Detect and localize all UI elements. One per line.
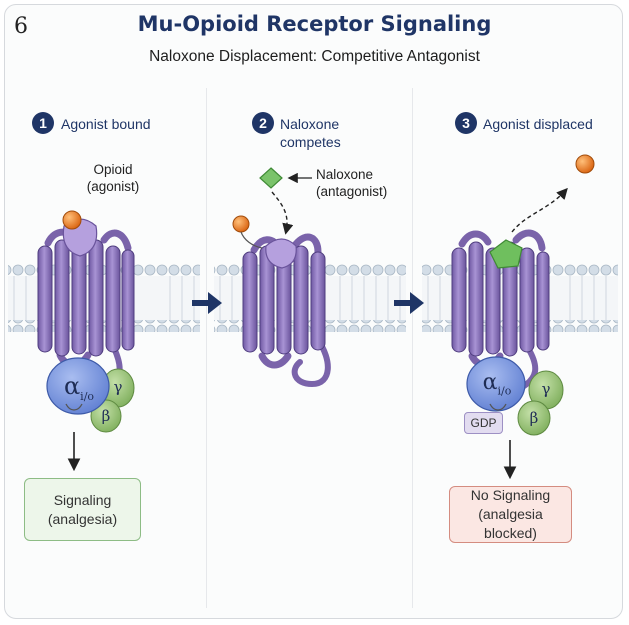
g-protein-panel-3 <box>466 356 564 436</box>
step-label-2: Naloxone competes <box>280 115 341 151</box>
receptor-panel-3 <box>451 229 550 389</box>
gdp-label: GDP <box>464 412 503 434</box>
g-protein-panel-1 <box>46 357 135 433</box>
opioid-label-line2: (agonist) <box>86 179 140 194</box>
naloxone-bound-panel-3 <box>489 239 523 269</box>
transition-arrow-2-shaft <box>394 300 412 306</box>
g-alpha-label-panel-1: αi/o <box>63 372 95 403</box>
naloxone-label-line1: Naloxone <box>316 167 374 182</box>
agonist-tether-panel-2 <box>240 231 263 249</box>
opioid-label: Opioid (agonist) <box>68 161 158 195</box>
step-badge-1: 1 <box>32 112 54 134</box>
transition-arrow-2-icon <box>410 292 424 314</box>
naloxone-diamond-panel-2 <box>259 167 283 189</box>
step-badge-2: 2 <box>252 112 274 134</box>
outcome-signaling-box: Signaling (analgesia) <box>24 478 141 541</box>
opioid-label-line1: Opioid <box>93 162 133 177</box>
step-label-3: Agonist displaced <box>483 116 593 132</box>
agonist-exit-arrow <box>511 187 568 233</box>
transition-arrow-1-shaft <box>192 300 210 306</box>
outcome-no-signaling-line1: No Signaling <box>470 487 551 503</box>
step-label-2-line2: competes <box>280 134 341 150</box>
g-beta-label-panel-3: β <box>529 409 539 427</box>
receptor-panel-2 <box>242 233 331 388</box>
outcome-no-signaling-box: No Signaling (analgesia blocked) <box>449 486 572 543</box>
naloxone-label: Naloxone (antagonist) <box>316 166 387 200</box>
g-beta-label-panel-1: β <box>101 407 111 425</box>
panel-divider-2 <box>412 88 413 608</box>
figure-number: 6 <box>14 14 28 39</box>
membrane-panel-1 <box>8 264 200 332</box>
panel-divider-1 <box>206 88 207 608</box>
step-label-1: Agonist bound <box>61 116 151 132</box>
step-label-2-line1: Naloxone <box>280 116 340 132</box>
g-alpha-label-panel-3: αi/o <box>482 370 512 398</box>
figure-title: Mu-Opioid Receptor Signaling <box>137 12 492 36</box>
g-gamma-label-panel-3: γ <box>541 380 551 398</box>
outcome-signaling-line2: (analgesia) <box>47 510 118 527</box>
agonist-ball-panel-2 <box>232 215 250 233</box>
naloxone-approach-arrow <box>271 191 294 235</box>
g-gamma-label-panel-1: γ <box>113 378 123 396</box>
figure-subtitle: Naloxone Displacement: Competitive Antag… <box>149 48 480 65</box>
naloxone-label-line2: (antagonist) <box>316 184 388 199</box>
agonist-ball-panel-1 <box>62 210 82 230</box>
transition-arrow-1-icon <box>208 292 222 314</box>
step-badge-3: 3 <box>455 112 477 134</box>
displaced-agonist-ball <box>575 154 595 174</box>
outcome-signaling-line1: Signaling <box>53 491 112 508</box>
outcome-no-signaling-line2: (analgesia blocked) <box>478 506 543 541</box>
